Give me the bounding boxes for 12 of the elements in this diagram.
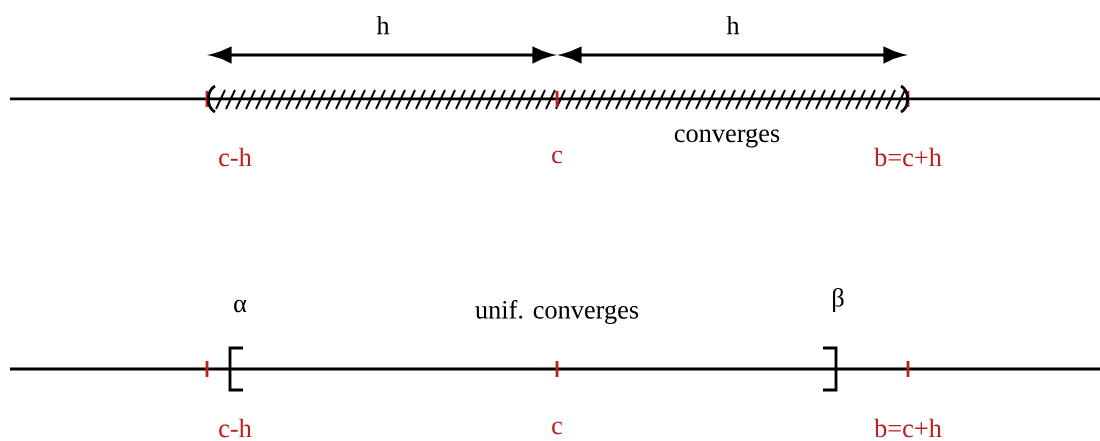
region-label: unif. converges: [475, 299, 639, 325]
point-label: c: [552, 421, 563, 435]
endpoint-label: β: [833, 287, 844, 313]
point-label: c-h: [219, 418, 252, 438]
dimension-label: h: [376, 15, 390, 35]
point-label: b=c+h: [874, 418, 942, 438]
point-label: c: [552, 150, 563, 164]
point-label: b=c+h: [874, 147, 942, 167]
point-label: c-h: [219, 147, 252, 167]
dimension-label: h: [726, 15, 740, 35]
endpoint-label: α: [234, 299, 247, 313]
region-label: converges: [674, 128, 780, 148]
